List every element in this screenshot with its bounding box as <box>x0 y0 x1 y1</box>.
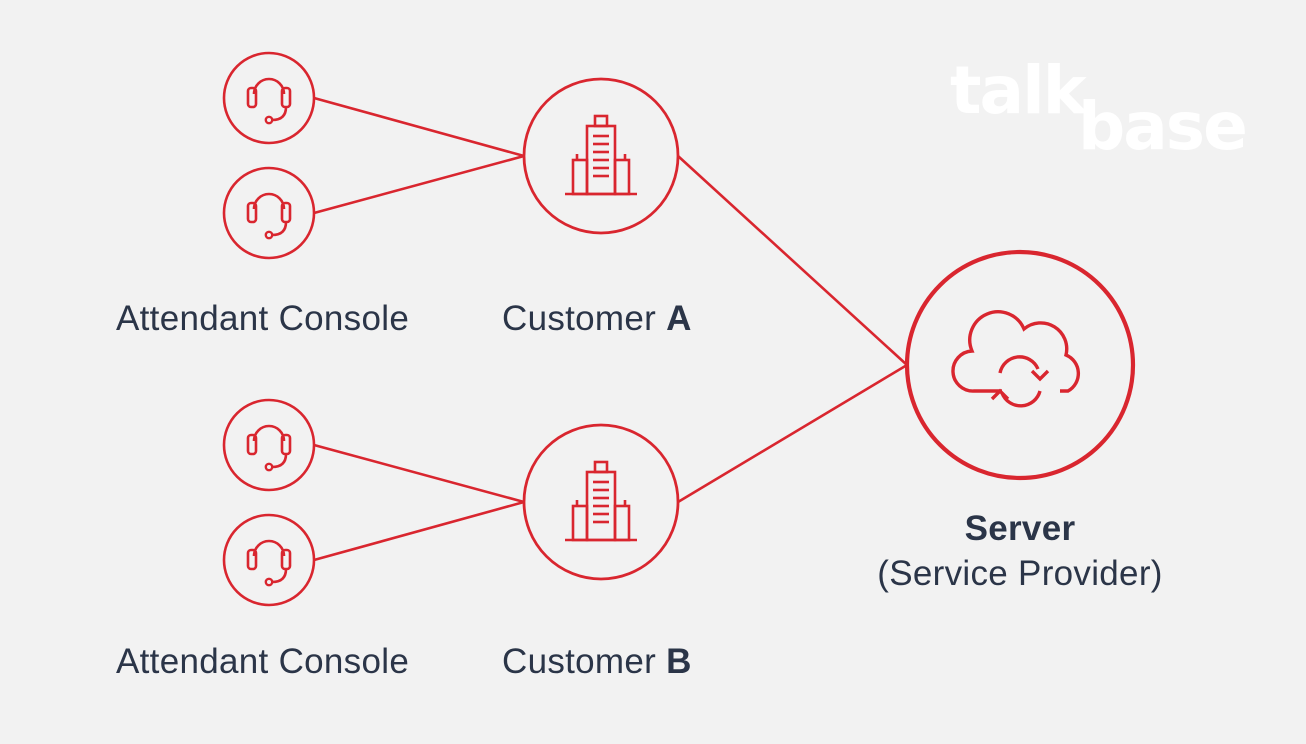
server-node <box>904 249 1136 481</box>
customer-label-a: Customer A <box>502 301 692 336</box>
customer-label-b: Customer B <box>502 644 692 679</box>
customer-a-letter: A <box>666 299 692 338</box>
customer-a-server-link <box>677 155 908 366</box>
console-label-b: Attendant Console <box>116 642 410 681</box>
server-subtitle: (Service Provider) <box>877 554 1163 593</box>
customer-b-text: Customer <box>502 642 657 681</box>
console-node-b2 <box>222 513 316 607</box>
customer-b-letter: B <box>666 642 692 681</box>
server-title: Server <box>964 509 1076 548</box>
console-node-a2 <box>222 166 316 260</box>
console-node-b1 <box>222 398 316 492</box>
customer-a-text: Customer <box>502 299 657 338</box>
console-label-a: Attendant Console <box>116 299 410 338</box>
connection-lines <box>313 96 908 562</box>
customer-b-server-link <box>677 363 908 504</box>
console-link-b1 <box>313 443 525 504</box>
console-link-a1 <box>313 96 525 158</box>
customer-b-node <box>522 423 680 581</box>
cloud-sync-icon <box>951 310 1081 408</box>
console-link-a2 <box>313 154 525 215</box>
console-node-a1 <box>222 51 316 145</box>
customer-a-node <box>522 77 680 235</box>
console-link-b2 <box>313 500 525 562</box>
